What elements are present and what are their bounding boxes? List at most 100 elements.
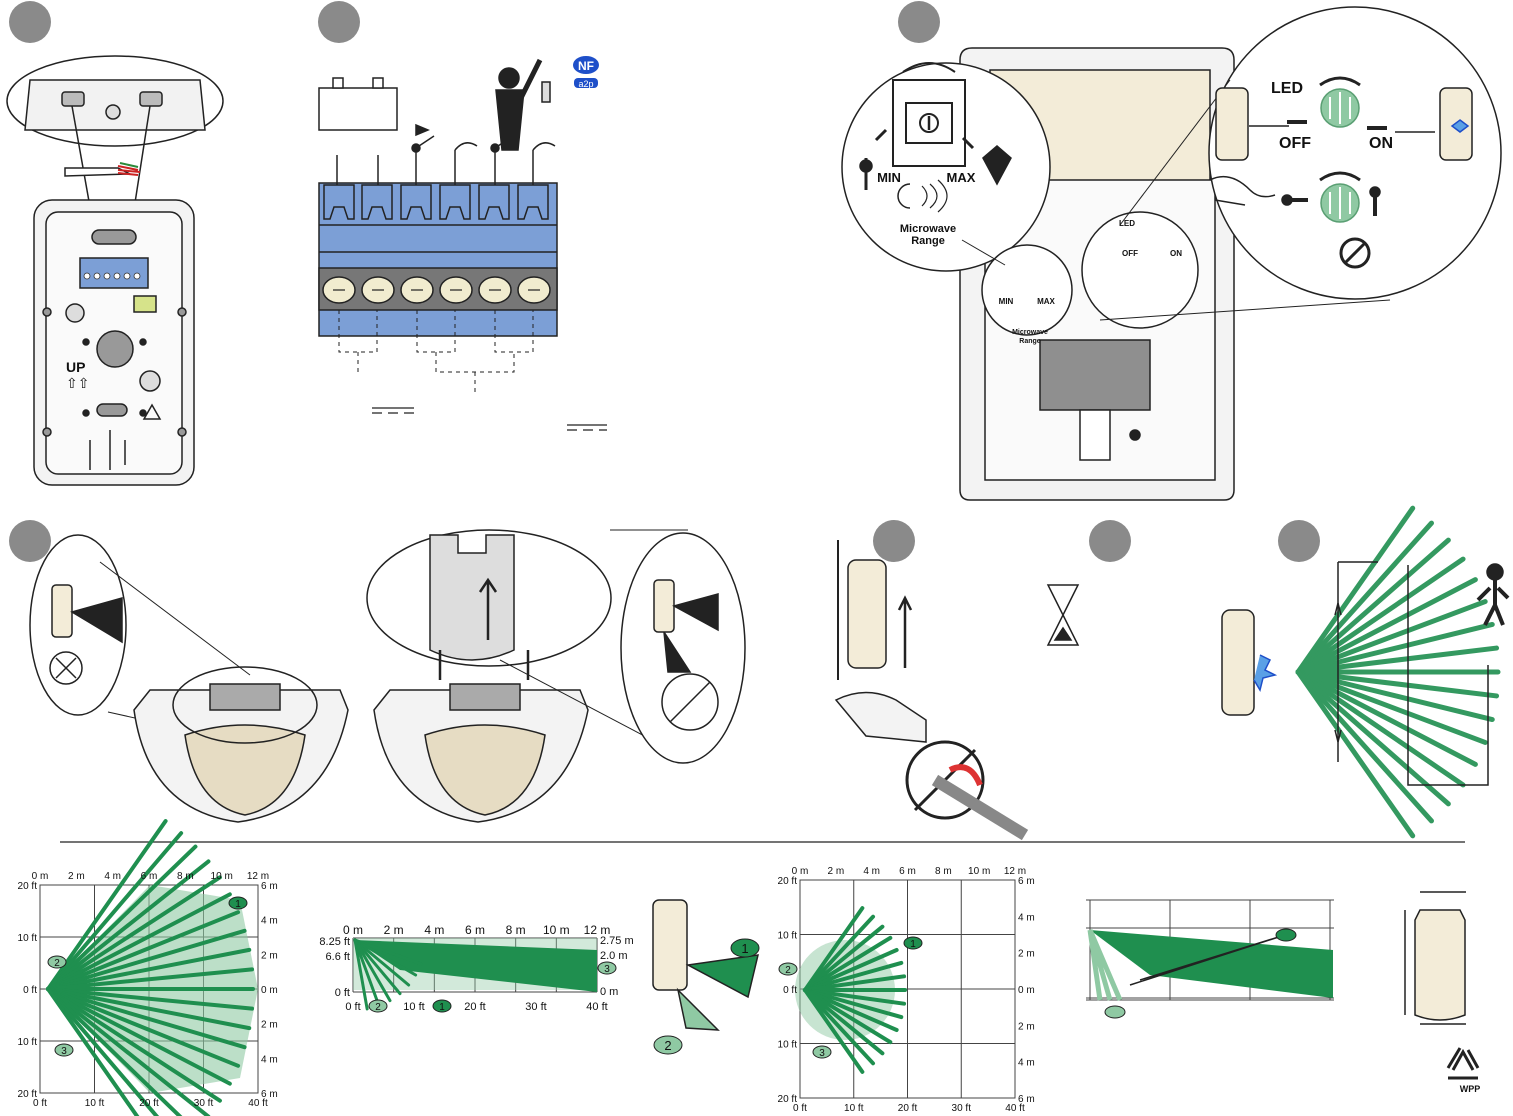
y-right-tick: 2.0 m [600, 950, 628, 962]
zone-marker: 3 [819, 1048, 825, 1059]
y-ft-tick: 10 ft [18, 933, 38, 944]
x-m-tick: 6 m [465, 923, 485, 937]
zone-marker: 1 [235, 899, 241, 910]
zone-marker: 2 [375, 1002, 381, 1013]
lens-panel [29, 529, 746, 823]
walk-test-beam [1295, 505, 1416, 675]
coverage-beam [803, 988, 876, 1066]
coverage-beam [353, 938, 423, 966]
range-label-1: Microwave [900, 223, 956, 235]
y-ft-tick: 20 ft [778, 876, 798, 887]
coverage-beam [803, 906, 865, 992]
small-max-label: MAX [1037, 297, 1055, 306]
y-left-tick: 6.6 ft [326, 951, 350, 963]
coverage-beam [803, 960, 904, 992]
knockout [96, 330, 134, 368]
switch-zoom [1208, 6, 1502, 300]
x-m-tick: 0 m [343, 923, 363, 937]
x-m-tick: 4 m [424, 923, 444, 937]
zone-marker: 2 [54, 958, 60, 969]
cable [64, 167, 131, 177]
coverage-beam [803, 988, 885, 1056]
walk-test-beam [1295, 669, 1416, 839]
coverage-beam [46, 987, 160, 1116]
coverage-beam [46, 987, 255, 1011]
coverage-beam [46, 987, 247, 1050]
coverage-beam [353, 938, 381, 1008]
walk-test-panel [1221, 505, 1510, 839]
legend-markers: 12 [653, 938, 760, 1055]
coverage-beam [46, 831, 184, 991]
coverage-side2-chart [1086, 899, 1334, 1019]
y-ft-tick: 20 ft [18, 1089, 38, 1100]
zoom-ellipse [6, 55, 224, 147]
x-m-tick: 6 m [899, 866, 916, 877]
step-marker [898, 1, 940, 43]
y-m-tick: 2 m [261, 950, 278, 961]
zone-marker: 1 [439, 1002, 445, 1013]
y-ft-tick: 20 ft [18, 881, 38, 892]
coverage-beam [46, 892, 232, 991]
coverage-beam [803, 924, 885, 992]
walk-test-beam [1295, 645, 1500, 675]
zone-marker-shape [47, 955, 67, 969]
x-ft-tick: 0 ft [793, 1103, 807, 1114]
test-panel [834, 540, 1080, 841]
x-m-tick: 8 m [177, 871, 194, 882]
x-ft-tick: 20 ft [139, 1098, 159, 1109]
small-on-label: ON [1170, 249, 1182, 258]
a2p-badge-text: a2p [578, 79, 593, 89]
nf-logo-icon: NF a2p [573, 56, 599, 89]
coverage-beam [803, 935, 893, 992]
small-range-label-2: Range [1019, 338, 1041, 345]
zone-marker-shape [54, 1043, 74, 1057]
coverage-beam [46, 928, 247, 991]
coverage-beam [46, 910, 241, 991]
x-ft-tick: 30 ft [194, 1098, 214, 1109]
legend-illustration [652, 899, 759, 1031]
step-marker [318, 1, 360, 43]
coverage-beam [46, 987, 252, 1031]
legend-marker: 1 [741, 941, 748, 956]
walk-test-beam [1295, 669, 1495, 723]
nf-logo-text: NF [578, 59, 594, 73]
y-m-tick: 2 m [1018, 949, 1035, 960]
on-label: ON [1369, 135, 1393, 152]
x-ft-tick: 10 ft [85, 1098, 105, 1109]
coverage-beam [46, 875, 222, 991]
y-m-tick: 6 m [261, 881, 278, 892]
x-m-tick: 4 m [863, 866, 880, 877]
zone-marker-shape [432, 999, 452, 1013]
walk-test-beam [1295, 669, 1466, 788]
y-ft-tick: 0 ft [23, 985, 37, 996]
battery-icon [318, 87, 398, 131]
step-markers [9, 1, 1320, 562]
walk-test-beam [1295, 669, 1500, 699]
coverage-beam [353, 938, 418, 977]
coverage-beam [46, 987, 183, 1116]
y-left-tick: 0 ft [335, 987, 350, 999]
coverage-beam [46, 819, 168, 991]
x-m-tick: 10 m [211, 871, 233, 882]
x-m-tick: 12 m [1004, 866, 1026, 877]
coverage-beam [803, 988, 904, 1020]
x-m-tick: 12 m [247, 871, 269, 882]
small-range-label-1: Microwave [1012, 329, 1048, 336]
walk-test-beam [1295, 621, 1495, 675]
x-ft-tick: 0 ft [345, 1001, 360, 1013]
zone-marker: 2 [785, 965, 791, 976]
x-m-tick: 8 m [506, 923, 526, 937]
coverage-beam [353, 938, 411, 987]
coverage-beam [803, 988, 893, 1045]
coverage-beam [46, 987, 140, 1116]
x-ft-tick: 40 ft [248, 1098, 268, 1109]
y-m-tick: 6 m [1018, 876, 1035, 887]
walk-test-beam [1295, 669, 1435, 824]
off-label: OFF [1279, 135, 1311, 152]
wiring-panel [318, 58, 607, 431]
zone-marker-shape [812, 1045, 832, 1059]
coverage-beam [803, 988, 907, 1006]
coverage-beam [803, 988, 899, 1032]
min-label: MIN [877, 170, 901, 185]
